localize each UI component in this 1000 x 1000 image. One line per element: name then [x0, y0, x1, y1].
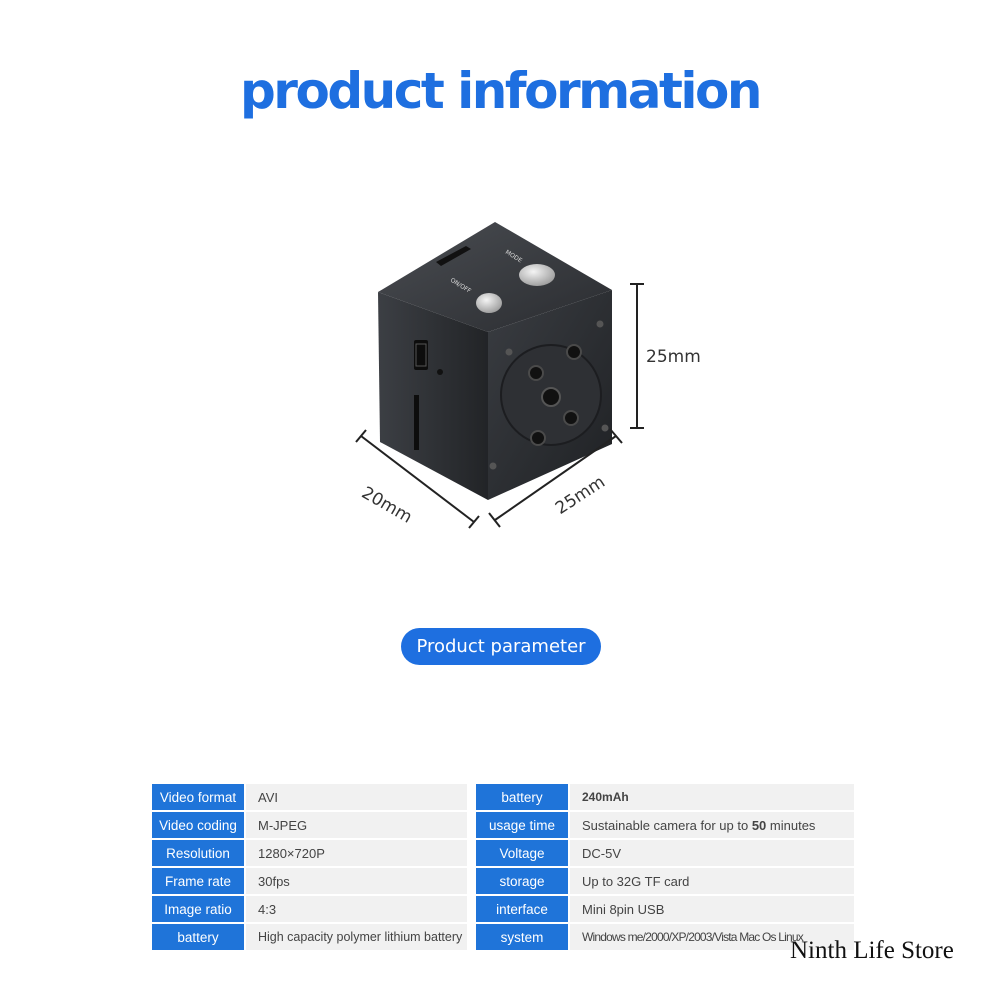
table-row: Frame rate 30fps [152, 868, 467, 894]
table-row: battery 240mAh [476, 784, 854, 810]
spec-label: Frame rate [152, 868, 244, 894]
table-row: storage Up to 32G TF card [476, 868, 854, 894]
spec-table-right: battery 240mAh usage time Sustainable ca… [476, 782, 854, 952]
usage-time-post: minutes [766, 817, 816, 833]
spec-value: 1280×720P [244, 840, 467, 866]
store-watermark: Ninth Life Store [790, 937, 954, 964]
spec-value: M-JPEG [244, 812, 467, 838]
camera-lens [541, 387, 561, 407]
table-row: interface Mini 8pin USB [476, 896, 854, 922]
usb-port [414, 340, 428, 370]
table-row: usage time Sustainable camera for up to … [476, 812, 854, 838]
page-title: product information [240, 62, 762, 120]
table-row: Voltage DC-5V [476, 840, 854, 866]
spec-label: usage time [476, 812, 568, 838]
product-parameter-button[interactable]: Product parameter [401, 628, 601, 665]
spec-label: storage [476, 868, 568, 894]
spec-value: Sustainable camera for up to 50 minutes [568, 812, 854, 838]
table-row: Video format AVI [152, 784, 467, 810]
spec-value: 240mAh [568, 784, 854, 810]
usage-time-minutes: 50 [751, 817, 767, 833]
camera-left-face [378, 292, 488, 500]
table-row: Resolution 1280×720P [152, 840, 467, 866]
dimension-lines [355, 283, 644, 529]
spec-value: 30fps [244, 868, 467, 894]
card-slot [414, 395, 419, 450]
spec-label: battery [476, 784, 568, 810]
camera-illustration: ON/OFF MODE [355, 222, 644, 529]
onoff-button [476, 293, 502, 313]
table-row: Image ratio 4:3 [152, 896, 467, 922]
usage-time-pre: Sustainable camera for up to [582, 817, 752, 833]
spec-label: Video format [152, 784, 244, 810]
height-dimension: 25mm [646, 347, 701, 367]
spec-value: DC-5V [568, 840, 854, 866]
spec-label: Voltage [476, 840, 568, 866]
table-row: Video coding M-JPEG [152, 812, 467, 838]
spec-value: 4:3 [244, 896, 467, 922]
table-row: system Windows me/2000/XP/2003/Vista Mac… [476, 924, 854, 950]
spec-label: Image ratio [152, 896, 244, 922]
spec-label: interface [476, 896, 568, 922]
spec-value: Mini 8pin USB [568, 896, 854, 922]
table-row: battery High capacity polymer lithium ba… [152, 924, 467, 950]
spec-value: High capacity polymer lithium battery [244, 924, 467, 950]
spec-label: Resolution [152, 840, 244, 866]
spec-value: AVI [244, 784, 467, 810]
spec-label: Video coding [152, 812, 244, 838]
mode-button [519, 264, 555, 286]
spec-value: Windows me/2000/XP/2003/Vista Mac Os Lin… [568, 924, 854, 950]
spec-label: battery [152, 924, 244, 950]
spec-table-left: Video format AVI Video coding M-JPEG Res… [152, 782, 467, 952]
spec-value: Up to 32G TF card [568, 868, 854, 894]
camera-top-face [378, 222, 612, 332]
spec-label: system [476, 924, 568, 950]
